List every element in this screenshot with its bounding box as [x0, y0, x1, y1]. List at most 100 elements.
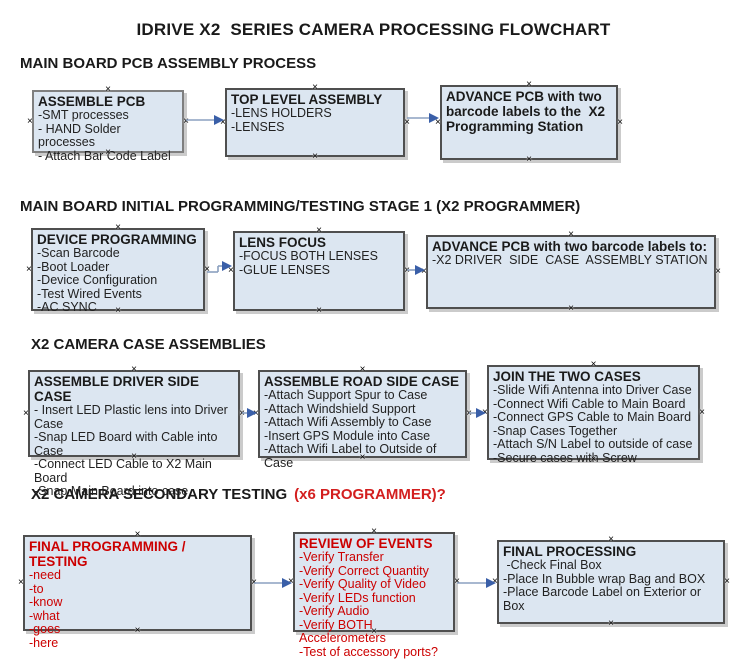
connection-anchor-icon: × — [568, 303, 574, 314]
box-item: -Check Final Box — [503, 558, 602, 573]
box-item: -Attach Wifi Label to Outside of Case — [264, 442, 440, 470]
flow-arrow — [242, 408, 257, 418]
box-title: ADVANCE PCB with two barcode labels to t… — [446, 89, 609, 135]
box-item: -Verify BOTH Accelerometers — [299, 617, 386, 646]
page-title: IDRIVE X2 SERIES CAMERA PROCESSING FLOWC… — [136, 20, 611, 39]
box-item: -Snap Cases Together — [493, 423, 618, 438]
box-item: -Slide Wifi Antenna into Driver Case — [493, 383, 692, 398]
connection-anchor-icon: × — [590, 359, 597, 370]
box-title: FINAL PROCESSING — [503, 544, 637, 559]
box-items: -SMT processes- HAND Solder processes- A… — [38, 109, 178, 163]
box-items: -Verify Transfer-Verify Correct Quantity… — [299, 551, 449, 659]
box-item: - HAND Solder processes — [38, 121, 125, 150]
box-item: -SMT processes — [38, 108, 129, 123]
box-item: -Snap Main Board into case — [34, 484, 189, 499]
box-item: -Attach Windshield Support — [264, 401, 416, 416]
box-title: ASSEMBLE DRIVER SIDE CASE — [34, 374, 203, 405]
section-heading-case-assemblies: X2 CAMERA CASE ASSEMBLIES — [31, 336, 266, 353]
box-title: JOIN THE TWO CASES — [493, 369, 641, 384]
flow-box-device-programming: DEVICE PROGRAMMING -Scan Barcode-Boot Lo… — [26, 223, 210, 316]
box-title: TOP LEVEL ASSEMBLY — [231, 92, 383, 107]
connection-anchor-icon: × — [608, 618, 614, 629]
box-title: REVIEW OF EVENTS — [299, 536, 433, 551]
section-heading-pcb-assembly: MAIN BOARD PCB ASSEMBLY PROCESS — [20, 55, 317, 72]
connection-anchor-icon: × — [568, 229, 574, 240]
box-item: -Connect LED Cable to X2 Main Board — [34, 457, 216, 485]
box-items: -LENS HOLDERS-LENSES — [231, 107, 399, 134]
box-item: -to — [29, 581, 44, 596]
flow-box-assemble-driver-side-case: ASSEMBLE DRIVER SIDE CASE - Insert LED P… — [23, 365, 245, 498]
box-items: -Attach Support Spur to Case-Attach Wind… — [264, 389, 461, 470]
flow-arrow — [457, 578, 496, 588]
box-item: -Connect Wifi Cable to Main Board — [493, 396, 686, 411]
flow-arrow — [469, 408, 486, 418]
connection-anchor-icon: × — [115, 222, 121, 233]
box-title: DEVICE PROGRAMMING — [37, 232, 197, 247]
connection-anchor-icon: × — [617, 116, 623, 128]
flow-box-join-the-two-cases: JOIN THE TWO CASES -Slide Wifi Antenna i… — [482, 360, 705, 465]
flow-box-advance-pcb-driver-side: ADVANCE PCB with two barcode labels to: … — [421, 230, 721, 314]
flow-box-lens-focus: LENS FOCUS -FOCUS BOTH LENSES-GLUE LENSE… — [228, 226, 410, 316]
box-item: -Verify Audio — [299, 604, 370, 619]
box-item: -LENS HOLDERS — [231, 106, 332, 121]
box-item: -GLUE LENSES — [239, 262, 331, 277]
connection-anchor-icon: × — [134, 529, 141, 540]
connection-anchor-icon: × — [608, 534, 614, 545]
box-item: -X2 DRIVER SIDE CASE ASSEMBLY STATION — [432, 253, 708, 268]
connection-anchor-icon: × — [105, 84, 111, 95]
flow-arrow — [207, 261, 232, 273]
flow-box-review-of-events: REVIEW OF EVENTS -Verify Transfer-Verify… — [288, 527, 460, 659]
flow-arrow — [407, 113, 439, 123]
box-item: -Device Configuration — [37, 273, 158, 288]
box-item: -Attach Support Spur to Case — [264, 388, 428, 403]
box-item: - Insert LED Plastic lens into Driver Ca… — [34, 403, 232, 431]
box-items: -Check Final Box-Place In Bubble wrap Ba… — [503, 559, 719, 613]
connection-anchor-icon: × — [23, 407, 29, 419]
box-item: -Attach Wifi Assembly to Case — [264, 415, 432, 430]
connection-anchor-icon: × — [316, 305, 322, 316]
box-items: -Slide Wifi Antenna into Driver Case-Con… — [493, 384, 694, 465]
box-item: -Test of accessory ports? — [299, 644, 438, 659]
box-item: -know — [29, 595, 63, 610]
section-heading-initial-programming: MAIN BOARD INITIAL PROGRAMMING/TESTING S… — [20, 198, 581, 215]
box-items: -FOCUS BOTH LENSES-GLUE LENSES — [239, 250, 399, 277]
box-item: -AC SYNC — [37, 300, 97, 315]
box-item: - Attach Bar Code Label — [38, 148, 171, 163]
box-item: -Attach S/N Label to outside of case — [493, 437, 693, 452]
connection-anchor-icon: × — [312, 151, 318, 162]
connection-anchor-icon: × — [131, 364, 137, 375]
flow-box-final-processing: FINAL PROCESSING -Check Final Box-Place … — [492, 535, 730, 629]
section-heading-secondary-testing-black: X2 CAMERA SECONDARY TESTING — [31, 486, 288, 503]
connection-anchor-icon: × — [312, 82, 318, 93]
connection-anchor-icon: × — [359, 364, 366, 375]
box-item: -Scan Barcode — [37, 246, 120, 261]
box-item: -Verify Correct Quantity — [299, 563, 429, 578]
box-item: -Place In Bubble wrap Bag and BOX — [503, 571, 706, 586]
box-item: -Insert GPS Module into Case — [264, 428, 431, 443]
box-title: ADVANCE PCB with two barcode labels to: — [432, 239, 708, 254]
box-item: -Place Barcode Label on Exterior or Box — [503, 585, 705, 613]
box-item: -Verify Quality of Video — [299, 577, 426, 592]
flow-arrow — [407, 265, 425, 275]
flow-box-top-level-assembly: TOP LEVEL ASSEMBLY -LENS HOLDERS-LENSES … — [220, 83, 410, 162]
box-items: -X2 DRIVER SIDE CASE ASSEMBLY STATION — [432, 254, 710, 268]
connection-anchor-icon: × — [526, 79, 532, 90]
flow-arrow — [186, 115, 224, 125]
box-title: ASSEMBLE ROAD SIDE CASE — [264, 374, 460, 389]
box-item: -goes — [29, 622, 61, 637]
box-title: ASSEMBLE PCB — [38, 94, 146, 109]
box-items: - Insert LED Plastic lens into Driver Ca… — [34, 403, 234, 499]
flow-box-advance-pcb-programming-station: ADVANCE PCB with two barcode labels to t… — [435, 80, 623, 165]
connection-anchor-icon: × — [526, 154, 532, 165]
connection-anchor-icon: × — [724, 576, 730, 587]
connection-anchor-icon: × — [371, 526, 377, 537]
box-item: -what — [29, 608, 60, 623]
connection-anchor-icon: × — [715, 266, 721, 277]
box-item: -Secure cases with Screw — [493, 450, 637, 465]
box-item: -need — [29, 568, 61, 583]
section-heading-secondary-testing: X2 CAMERA SECONDARY TESTING(x6 PROGRAMME… — [31, 486, 446, 503]
box-item: -LENSES — [231, 119, 285, 134]
box-item: -Test Wired Events — [37, 286, 142, 301]
flow-box-final-programming-testing: FINAL PROGRAMMING / TESTING -need-to-kno… — [18, 530, 257, 650]
